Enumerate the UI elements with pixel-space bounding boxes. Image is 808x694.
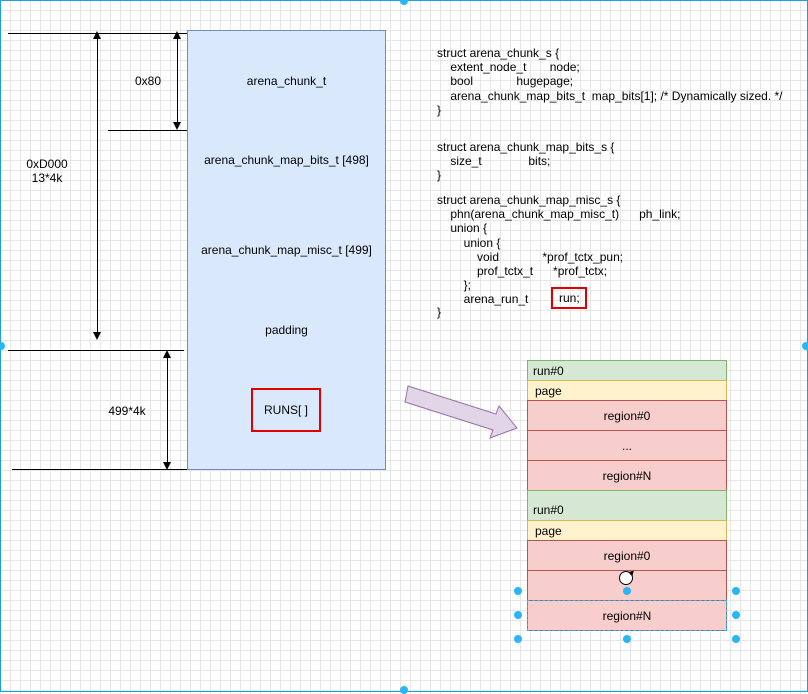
run-header[interactable]: run#0	[527, 490, 727, 521]
metadata-arrow-down-icon	[93, 332, 101, 340]
map-misc-closing-brace: }	[437, 305, 442, 319]
page-cell[interactable]: page	[527, 520, 727, 541]
region-cell[interactable]: region#N	[527, 460, 727, 491]
rotate-handle-icon[interactable]	[619, 571, 633, 585]
runs-highlight-box[interactable]: RUNS[ ]	[251, 388, 321, 432]
bottom-boundary-line	[12, 469, 187, 470]
resize-handle[interactable]	[514, 635, 522, 643]
run-field-highlight-box[interactable]	[551, 287, 587, 309]
metadata-size-label: 0xD000 13*4k	[26, 157, 68, 185]
run-field-label: run;	[559, 291, 580, 305]
resize-handle[interactable]	[623, 635, 631, 643]
resize-handle[interactable]	[623, 587, 631, 595]
page-cell[interactable]: page	[527, 380, 727, 401]
runs-size-label: 499*4k	[108, 404, 146, 418]
runs-arrow-down-icon	[163, 462, 171, 470]
runs-block[interactable]	[187, 350, 386, 470]
region-cell[interactable]: region#0	[527, 400, 727, 431]
runs-arrow-up-icon	[163, 350, 171, 358]
arena-chunk-header-block[interactable]: arena_chunk_t	[187, 30, 386, 131]
region-cell[interactable]: region#N	[527, 600, 727, 631]
expand-arrow-icon	[404, 385, 518, 439]
metadata-arrow-up-icon	[93, 31, 101, 39]
metadata-boundary-line	[8, 350, 184, 351]
map-bits-struct: struct arena_chunk_map_bits_s { size_t b…	[437, 140, 615, 183]
resize-handle[interactable]	[732, 611, 740, 619]
offset-arrow-down-icon	[173, 122, 181, 130]
run-header[interactable]: run#0	[527, 360, 727, 381]
offset-arrow-up-icon	[173, 31, 181, 39]
region-cell[interactable]: region#0	[527, 540, 727, 571]
map-bits-block[interactable]: arena_chunk_map_bits_t [498]	[187, 130, 386, 191]
resize-handle[interactable]	[514, 611, 522, 619]
offset-dimension-line	[177, 34, 178, 128]
runs-dimension-line	[167, 352, 168, 468]
resize-handle[interactable]	[732, 587, 740, 595]
map-misc-struct: struct arena_chunk_map_misc_s { phn(aren…	[437, 193, 681, 307]
resize-handle[interactable]	[732, 635, 740, 643]
arena-chunk-struct: struct arena_chunk_s { extent_node_t nod…	[437, 46, 783, 117]
map-misc-block[interactable]: arena_chunk_map_misc_t [499]	[187, 190, 386, 311]
canvas-handle[interactable]	[400, 686, 408, 694]
canvas-handle[interactable]	[802, 342, 808, 350]
canvas-handle[interactable]	[0, 342, 5, 350]
region-ellipsis-cell[interactable]: ...	[527, 430, 727, 461]
padding-block[interactable]: padding	[187, 310, 386, 351]
header-boundary-line	[108, 130, 187, 131]
resize-handle[interactable]	[514, 587, 522, 595]
metadata-dimension-line	[97, 34, 98, 338]
offset-label: 0x80	[134, 74, 162, 88]
canvas-handle[interactable]	[400, 0, 408, 5]
